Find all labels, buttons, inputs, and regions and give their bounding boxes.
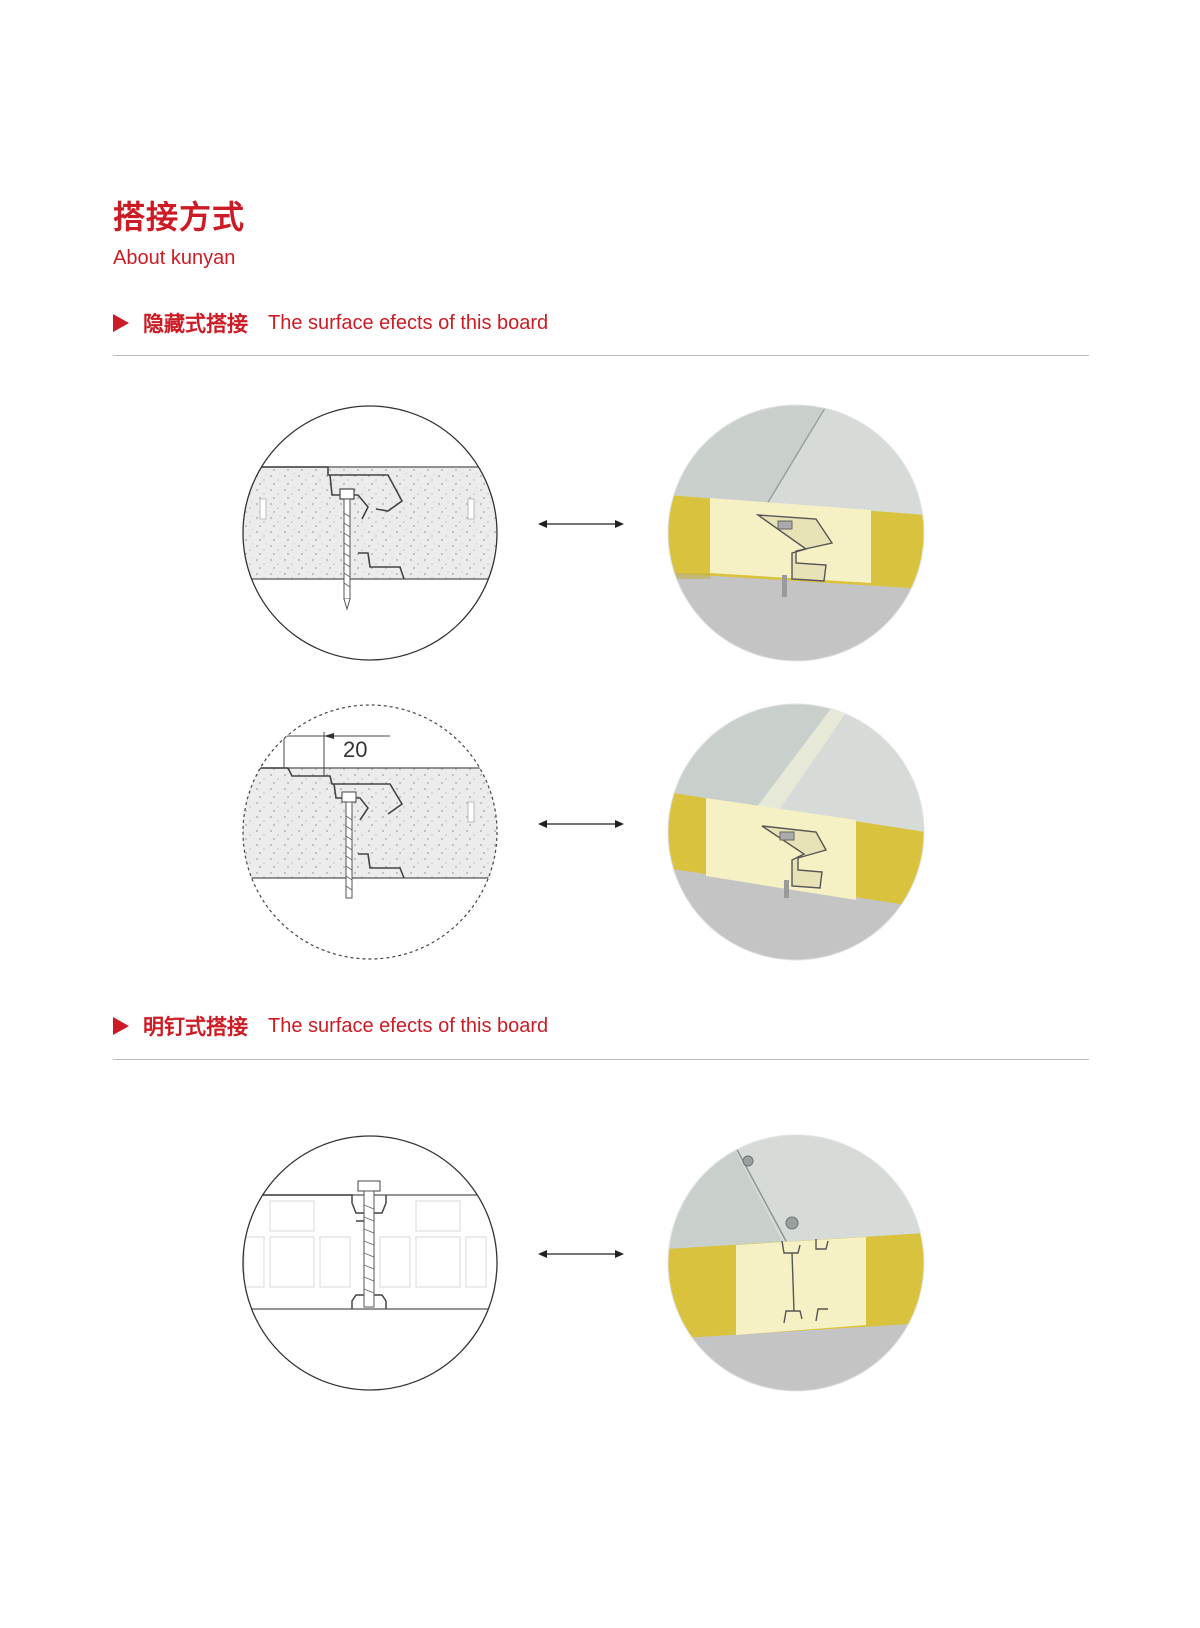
section-divider bbox=[113, 1059, 1089, 1060]
hidden-lap-render bbox=[666, 403, 926, 663]
hidden-lap-drawing bbox=[240, 403, 500, 663]
page-title: 搭接方式 bbox=[113, 198, 246, 236]
section-header-hidden-lap: 隐藏式搭接 The surface efects of this board bbox=[113, 308, 548, 338]
double-arrow-icon bbox=[538, 1250, 624, 1258]
section-title-en: The surface efects of this board bbox=[268, 1014, 549, 1037]
page-subtitle: About kunyan bbox=[113, 247, 236, 269]
double-arrow-icon bbox=[538, 820, 624, 828]
section-triangle-icon bbox=[113, 314, 129, 332]
exposed-lap-render bbox=[666, 1133, 926, 1393]
exposed-lap-drawing bbox=[240, 1133, 500, 1393]
section-title-cn: 明钉式搭接 bbox=[143, 1015, 248, 1039]
dimension-label: 20 bbox=[343, 737, 367, 762]
section-title-en: The surface efects of this board bbox=[268, 311, 549, 334]
hidden-lap-dimension-render bbox=[666, 702, 926, 962]
section-title-cn: 隐藏式搭接 bbox=[143, 312, 248, 336]
section-header-exposed-lap: 明钉式搭接 The surface efects of this board bbox=[113, 1011, 548, 1041]
section-triangle-icon bbox=[113, 1017, 129, 1035]
hidden-lap-dimension-drawing: 20 bbox=[240, 702, 500, 962]
section-divider bbox=[113, 355, 1089, 356]
double-arrow-icon bbox=[538, 520, 624, 528]
